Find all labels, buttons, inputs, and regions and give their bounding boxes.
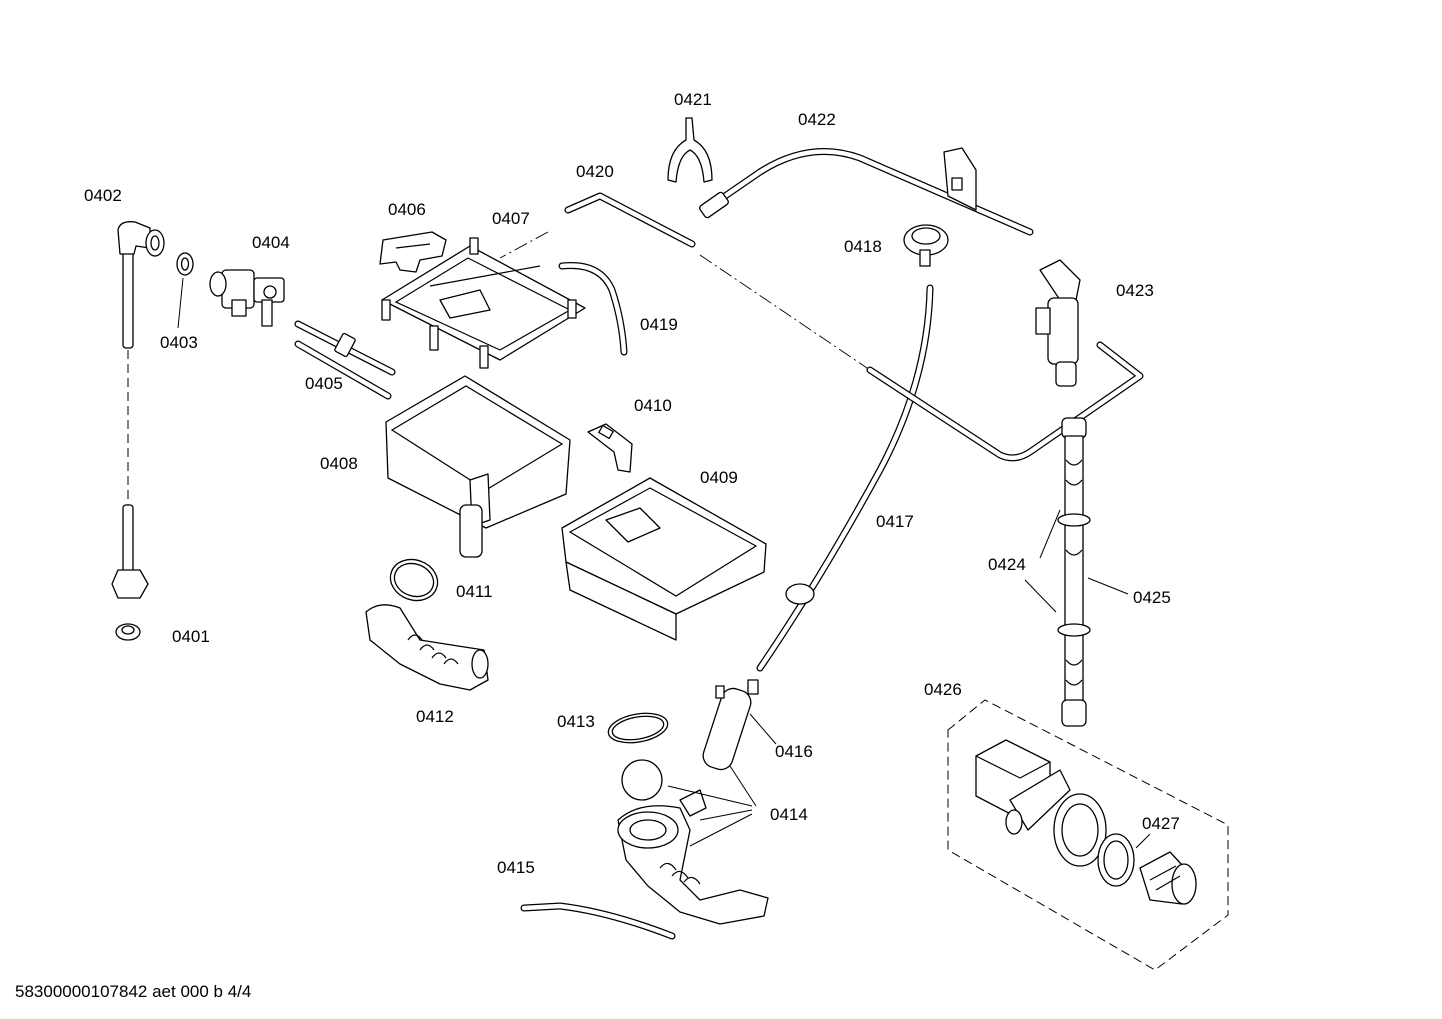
part-0417-hose (756, 284, 934, 672)
part-0410-clip (587, 423, 633, 473)
label-0403: 0403 (160, 333, 198, 352)
label-0410: 0410 (634, 396, 672, 415)
part-0405-hoses (294, 320, 396, 400)
label-0411: 0411 (456, 582, 493, 601)
label-0408: 0408 (320, 454, 358, 473)
label-0407: 0407 (492, 209, 530, 228)
label-0416: 0416 (775, 742, 813, 761)
label-0420: 0420 (576, 162, 614, 181)
part-0422-long-hose (699, 148, 1034, 236)
part-0403-washer (176, 252, 194, 276)
part-0408-dispenser-housing (385, 375, 571, 558)
part-0415-small-hose (520, 902, 676, 940)
part-0407-dispenser-frame (381, 237, 586, 369)
part-0418-pressure-switch (903, 224, 949, 267)
label-0402: 0402 (84, 186, 122, 205)
label-0426: 0426 (924, 680, 962, 699)
part-0419-hose (558, 262, 628, 356)
axis-line-0407 (499, 231, 549, 259)
label-0401: 0401 (172, 627, 210, 646)
part-0411-gasket (389, 558, 439, 602)
label-0405: 0405 (305, 374, 343, 393)
part-0423-air-trap (1035, 259, 1081, 387)
label-0421: 0421 (674, 90, 712, 109)
axis-line-0420 (699, 254, 871, 371)
part-vent-tube (866, 341, 1144, 462)
label-0422: 0422 (798, 110, 836, 129)
label-0413: 0413 (557, 712, 595, 731)
label-0404: 0404 (252, 233, 290, 252)
part-mounting-bracket (943, 147, 977, 211)
part-0427-seal (1097, 833, 1135, 887)
label-0415: 0415 (497, 858, 535, 877)
pump-assembly-box (947, 699, 1229, 971)
label-0414: 0414 (770, 805, 808, 824)
part-0413-seal-ring (607, 712, 669, 744)
part-0426-drain-pump (975, 739, 1107, 867)
label-0427: 0427 (1142, 814, 1180, 833)
part-hose-end-fitting (111, 504, 149, 599)
part-0409-detergent-drawer (561, 477, 767, 641)
label-0424: 0424 (988, 555, 1026, 574)
part-0414-sump-housing (617, 789, 769, 925)
drawing-footer-code: 58300000107842 aet 000 b 4/4 (15, 982, 251, 1001)
part-0406-bracket (379, 231, 447, 273)
label-0406: 0406 (388, 200, 426, 219)
part-0404-inlet-valve (209, 269, 285, 327)
part-0421-clip (667, 117, 713, 183)
label-0412: 0412 (416, 707, 454, 726)
part-0425-drain-hose (1057, 417, 1091, 727)
label-0417: 0417 (876, 512, 914, 531)
part-0427-filter-insert (1139, 851, 1197, 905)
part-0414-sump-ball (621, 759, 663, 801)
label-0409: 0409 (700, 468, 738, 487)
label-0419: 0419 (640, 315, 678, 334)
label-0418: 0418 (844, 237, 882, 256)
part-0401-filter (115, 623, 141, 641)
part-0416-level-sensor (702, 679, 759, 771)
part-0402-inlet-elbow (117, 221, 165, 349)
part-0412-bellows-hose (365, 604, 489, 691)
label-0423: 0423 (1116, 281, 1154, 300)
part-0420-tube (564, 192, 696, 248)
label-0425: 0425 (1133, 588, 1171, 607)
